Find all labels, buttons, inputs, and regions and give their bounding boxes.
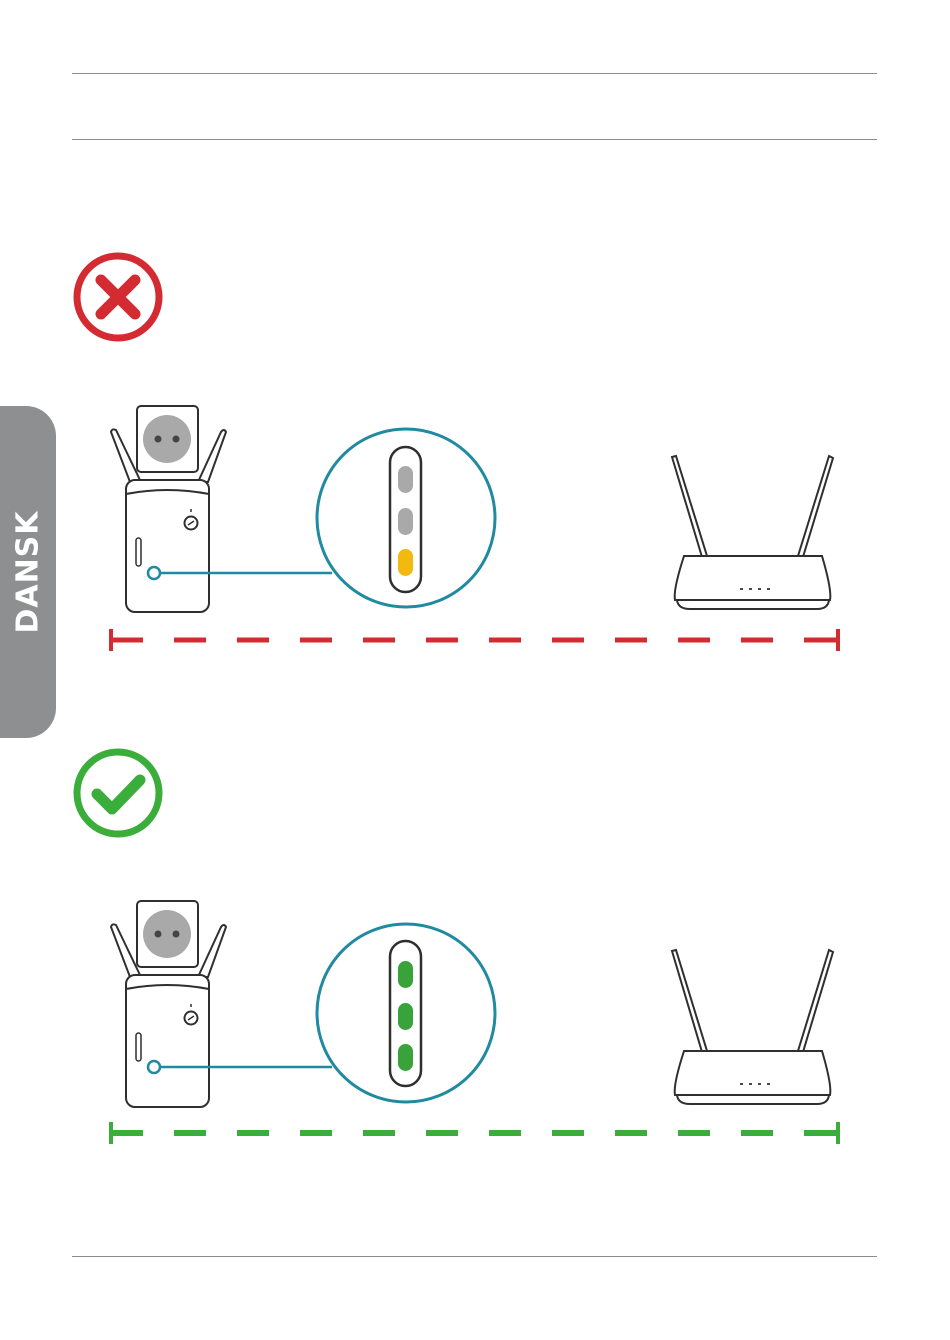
- header-rule-bottom: [72, 139, 877, 140]
- led-indicator: [398, 466, 413, 493]
- range-extender-illustration: [111, 406, 226, 612]
- led-indicator: [398, 549, 413, 576]
- led-indicator: [398, 508, 413, 535]
- socket-icon: [143, 415, 191, 463]
- led-indicator: [398, 961, 413, 988]
- header-rule-top: [72, 73, 877, 74]
- check-icon: [77, 752, 159, 834]
- led-indicator: [398, 1044, 413, 1071]
- socket-icon: [143, 910, 191, 958]
- router-illustration: [672, 950, 833, 1104]
- distance-line-good: [111, 1122, 838, 1144]
- cross-icon: [77, 256, 159, 338]
- footer-rule: [72, 1256, 877, 1257]
- scenario-good-distance: [0, 735, 950, 1155]
- led-indicator: [398, 1003, 413, 1030]
- scenario-too-far: [0, 240, 950, 660]
- router-illustration: [672, 456, 833, 609]
- range-extender-illustration: [111, 901, 226, 1107]
- distance-line-too-far: [111, 629, 838, 651]
